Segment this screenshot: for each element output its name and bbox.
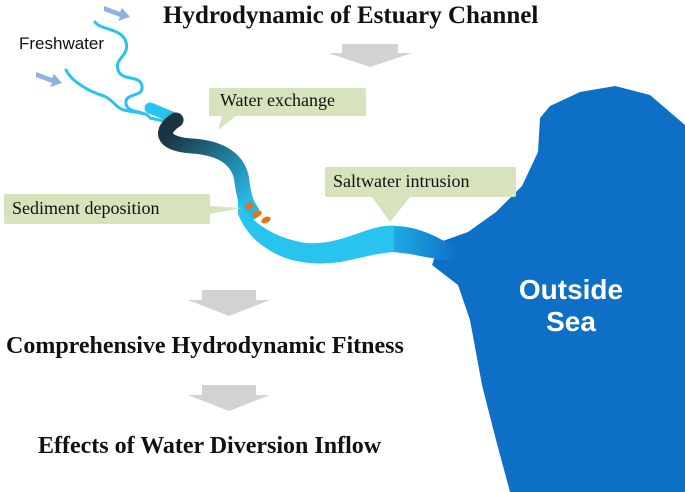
flow-arrow-icon-1 [328, 44, 412, 67]
river-middle [158, 112, 260, 220]
river-lower [238, 200, 398, 264]
inflow-arrow-icon-top [104, 6, 130, 21]
sea-label-line2: Sea [546, 306, 596, 338]
estuary-mouth [394, 226, 470, 262]
freshwater-stream [93, 20, 170, 124]
callout-sediment-deposition-box [4, 194, 242, 224]
sediment-deposit-3 [261, 216, 271, 224]
callout-saltwater-intrusion: Saltwater intrusion [333, 171, 470, 191]
flow-arrow-icon-2 [188, 290, 270, 316]
flow-arrow-icon-3 [188, 385, 270, 411]
stage-comprehensive-fitness: Comprehensive Hydrodynamic Fitness [6, 333, 404, 359]
sediment-deposit-2 [252, 210, 262, 218]
freshwater-label: Freshwater [19, 34, 105, 53]
callout-saltwater-intrusion-box [325, 167, 516, 222]
outside-sea-label: Outside Sea [496, 274, 646, 338]
callout-sediment-deposition: Sediment deposition [12, 198, 160, 218]
stage-water-diversion: Effects of Water Diversion Inflow [38, 433, 382, 459]
outside-sea [432, 86, 685, 492]
inflow-arrow-icon-left [36, 72, 62, 87]
sea-label-line1: Outside [518, 274, 624, 305]
callout-water-exchange-box [209, 88, 366, 130]
diagram-title: Hydrodynamic of Estuary Channel [163, 2, 539, 29]
callout-water-exchange: Water exchange [220, 90, 335, 110]
sediment-deposit-1 [244, 202, 254, 210]
freshwater-tributary [64, 68, 146, 116]
